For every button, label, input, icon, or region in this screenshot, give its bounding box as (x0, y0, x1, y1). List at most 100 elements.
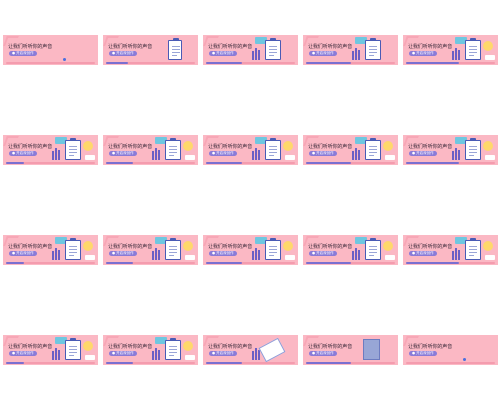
start-creating-button[interactable]: ● 开启深创作 (309, 51, 337, 56)
carousel-progress-bar[interactable] (406, 262, 495, 264)
note-card-illustration (385, 155, 395, 160)
clipboard-text-line (169, 255, 174, 256)
start-creating-button[interactable]: ● 开启深创作 (209, 351, 237, 356)
banner-frame[interactable]: 让我们听听你的声音● 开启深创作 (203, 335, 298, 365)
carousel-progress-bar[interactable] (406, 162, 495, 164)
monitor-illustration (55, 137, 67, 144)
banner-frame[interactable]: 让我们听听你的声音● 开启深创作 (303, 335, 398, 365)
note-card-illustration (85, 155, 95, 160)
carousel-progress-bar[interactable] (306, 262, 395, 264)
pencil-icon (252, 51, 254, 60)
clipboard-text-line (269, 155, 274, 156)
pencil-cup-illustration (351, 147, 361, 160)
sun-icon (83, 141, 93, 151)
banner-frame[interactable]: 让我们听听你的声音● 开启深创作 (203, 35, 298, 65)
start-creating-button[interactable]: ● 开启深创作 (409, 251, 437, 256)
start-creating-button[interactable]: ● 开启深创作 (109, 251, 137, 256)
pencil-icon (252, 151, 254, 160)
sun-icon (483, 241, 493, 251)
banner-headline: 让我们听听你的声音 (308, 344, 353, 350)
carousel-progress-bar[interactable] (206, 362, 295, 364)
start-creating-button[interactable]: ● 开启深创作 (309, 351, 337, 356)
monitor-illustration (455, 137, 467, 144)
note-card-illustration (285, 155, 295, 160)
start-creating-button[interactable]: ● 开启深创作 (309, 251, 337, 256)
start-creating-button[interactable]: ● 开启深创作 (209, 251, 237, 256)
sun-icon (283, 241, 293, 251)
start-creating-button[interactable]: ● 开启深创作 (9, 51, 37, 56)
start-creating-button[interactable]: ● 开启深创作 (309, 151, 337, 156)
start-creating-button[interactable]: ● 开启深创作 (409, 151, 437, 156)
start-creating-button[interactable]: ● 开启深创作 (9, 151, 37, 156)
banner-frame[interactable]: 让我们听听你的声音● 开启深创作 (403, 35, 498, 65)
banner-frame[interactable]: 让我们听听你的声音● 开启深创作 (103, 135, 198, 165)
pencil-cup-illustration (151, 247, 161, 260)
carousel-progress-fill (6, 162, 24, 164)
sun-icon (183, 341, 193, 351)
carousel-progress-bar[interactable] (206, 162, 295, 164)
banner-headline: 让我们听听你的声音 (408, 144, 453, 150)
banner-frame[interactable]: 让我们听听你的声音● 开启深创作 (3, 235, 98, 265)
clipboard-text-line (169, 349, 177, 350)
carousel-progress-bar[interactable] (306, 162, 395, 164)
banner-frame[interactable]: 让我们听听你的声音● 开启深创作 (103, 335, 198, 365)
banner-frame[interactable]: 让我们听听你的声音● 开启深创作 (203, 235, 298, 265)
banner-frame[interactable]: 让我们听听你的声音● 开启深创作 (403, 335, 498, 365)
start-creating-button[interactable]: ● 开启深创作 (109, 51, 137, 56)
pencil-cup-illustration (451, 47, 461, 60)
banner-frame[interactable]: 让我们听听你的声音● 开启深创作 (3, 35, 98, 65)
carousel-progress-bar[interactable] (6, 362, 95, 364)
banner-frame[interactable]: 让我们听听你的声音● 开启深创作 (203, 135, 298, 165)
banner-frame[interactable]: 让我们听听你的声音● 开启深创作 (303, 235, 398, 265)
carousel-progress-bar[interactable] (306, 362, 395, 364)
clipboard-text-line (269, 52, 277, 53)
start-creating-button[interactable]: ● 开启深创作 (109, 351, 137, 356)
note-card-illustration (485, 155, 495, 160)
clipboard-text-line (369, 246, 377, 247)
sun-icon (483, 141, 493, 151)
carousel-progress-bar[interactable] (6, 262, 95, 264)
start-creating-button[interactable]: ● 开启深创作 (409, 351, 437, 356)
banner-headline: 让我们听听你的声音 (308, 144, 353, 150)
banner-frame[interactable]: 让我们听听你的声音● 开启深创作 (403, 235, 498, 265)
clipboard-illustration (165, 238, 181, 260)
banner-frame[interactable]: 让我们听听你的声音● 开启深创作 (403, 135, 498, 165)
start-creating-button[interactable]: ● 开启深创作 (9, 251, 37, 256)
start-creating-button[interactable]: ● 开启深创作 (209, 51, 237, 56)
carousel-progress-bar[interactable] (6, 162, 95, 164)
pencil-icon (452, 51, 454, 60)
banner-frame[interactable]: 让我们听听你的声音● 开启深创作 (303, 135, 398, 165)
carousel-progress-bar[interactable] (206, 262, 295, 264)
pencil-icon (455, 148, 457, 160)
clipboard-text-line (469, 255, 474, 256)
start-creating-button[interactable]: ● 开启深创作 (109, 151, 137, 156)
start-creating-button[interactable]: ● 开启深创作 (409, 51, 437, 56)
note-card-illustration (385, 255, 395, 260)
carousel-progress-bar[interactable] (306, 62, 395, 64)
banner-frame[interactable]: 让我们听听你的声音● 开启深创作 (3, 335, 98, 365)
note-card-illustration (185, 355, 195, 360)
pencil-icon (455, 48, 457, 60)
note-card-illustration (185, 255, 195, 260)
carousel-progress-bar[interactable] (206, 62, 295, 64)
carousel-progress-bar[interactable] (106, 362, 195, 364)
carousel-progress-bar[interactable] (6, 62, 95, 64)
clipboard-text-line (269, 46, 277, 47)
pencil-icon (58, 150, 60, 160)
banner-frame[interactable]: 让我们听听你的声音● 开启深创作 (303, 35, 398, 65)
banner-frame[interactable]: 让我们听听你的声音● 开启深创作 (103, 235, 198, 265)
carousel-progress-bar[interactable] (106, 62, 195, 64)
carousel-progress-fill (6, 262, 24, 264)
pencil-icon (452, 251, 454, 260)
clipboard-text-line (269, 252, 277, 253)
carousel-progress-bar[interactable] (106, 162, 195, 164)
carousel-progress-bar[interactable] (106, 262, 195, 264)
start-creating-button[interactable]: ● 开启深创作 (209, 151, 237, 156)
clipboard-illustration (65, 238, 81, 260)
carousel-progress-bar[interactable] (406, 362, 495, 364)
start-creating-button[interactable]: ● 开启深创作 (9, 351, 37, 356)
pencil-icon (52, 251, 54, 260)
carousel-progress-bar[interactable] (406, 62, 495, 64)
banner-frame[interactable]: 让我们听听你的声音● 开启深创作 (3, 135, 98, 165)
banner-frame[interactable]: 让我们听听你的声音● 开启深创作 (103, 35, 198, 65)
